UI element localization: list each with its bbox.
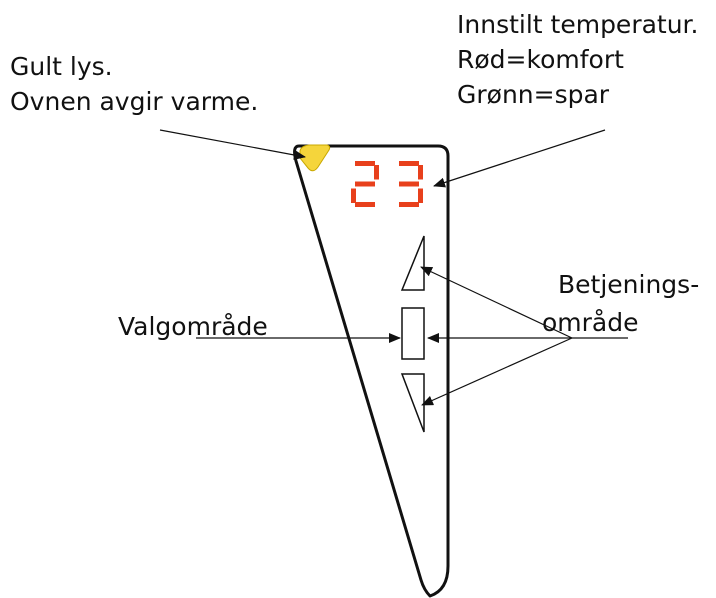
label-control-area-line2-prefix: o bbox=[542, 308, 558, 337]
label-control-area-line2: område bbox=[542, 308, 699, 338]
digit-0-segment-b bbox=[374, 165, 379, 180]
label-yellow-light-line2: Ovnen avgir varme. bbox=[10, 87, 259, 116]
label-control-area-line1: Betjenings- bbox=[558, 270, 700, 299]
leader-control-up bbox=[420, 266, 573, 339]
leader-control-down bbox=[421, 337, 573, 406]
label-set-temperature-line3: Grønn=spar bbox=[457, 80, 610, 109]
digit-1-segment-g bbox=[399, 181, 419, 187]
digit-0-segment-d bbox=[355, 202, 375, 207]
label-yellow-light-line1: Gult lys. bbox=[10, 52, 113, 81]
leader-set-temperature bbox=[433, 129, 606, 188]
temperature-display bbox=[351, 161, 423, 207]
label-control-area: Betjenings- område bbox=[542, 270, 700, 338]
label-selection-area-suffix: mråde bbox=[186, 312, 268, 341]
label-set-temperature-line1: Innstilt temperatur. bbox=[457, 10, 699, 39]
yellow-indicator-icon bbox=[299, 144, 331, 172]
triangle-up-icon[interactable] bbox=[400, 235, 425, 291]
label-control-area-line2-suffix: mråde bbox=[557, 308, 639, 337]
digit-1-segment-b bbox=[418, 165, 423, 180]
label-set-temperature: Innstilt temperatur. Rød=komfort Grønn=s… bbox=[457, 10, 699, 110]
label-selection-area-prefix: Valgo bbox=[118, 312, 187, 341]
panel-outline bbox=[293, 144, 450, 598]
label-yellow-light: Gult lys. Ovnen avgir varme. bbox=[10, 52, 258, 117]
leader-yellow-light bbox=[159, 129, 306, 160]
digit-1-segment-a bbox=[399, 161, 419, 166]
label-selection-area: Valgområde bbox=[118, 312, 268, 342]
digit-0-segment-a bbox=[355, 161, 375, 166]
digit-1-segment-c bbox=[418, 188, 423, 203]
label-set-temperature-line2: Rød=komfort bbox=[457, 45, 624, 74]
digit-0-segment-e bbox=[351, 188, 356, 203]
digit-1-segment-d bbox=[399, 202, 419, 207]
select-rectangle-icon[interactable] bbox=[401, 307, 425, 360]
digit-0-segment-g bbox=[355, 181, 375, 187]
